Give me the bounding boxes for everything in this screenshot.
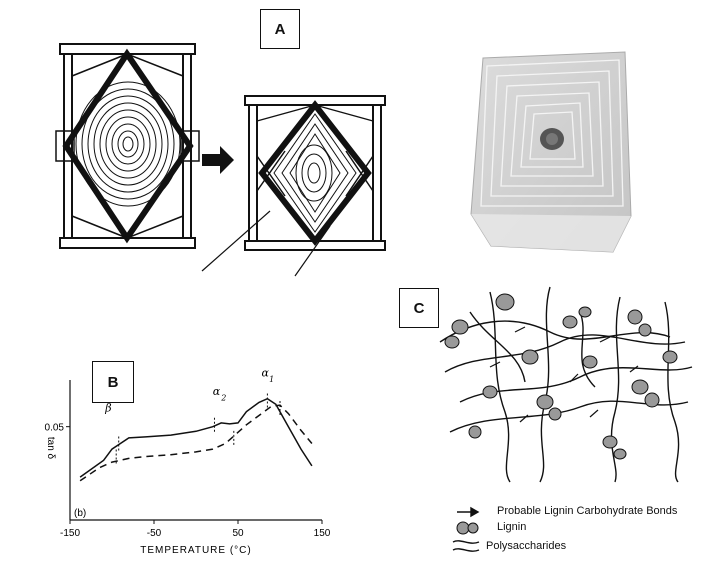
series-dashed-line <box>79 404 313 482</box>
panel-label-c-text: C <box>413 299 425 317</box>
legend-lignin-icon <box>456 521 479 535</box>
peak-label-alpha-1-sub: 1 <box>269 375 274 384</box>
y-axis-label: tan δ <box>45 437 56 460</box>
peak-label-beta: β <box>104 402 111 415</box>
legend-polysaccharide-icon <box>452 540 480 552</box>
chart-panel-tag: (b) <box>74 508 86 519</box>
compressed-wood-block-image <box>470 51 632 253</box>
compression-arrow <box>202 146 234 174</box>
x-tick-label: -150 <box>60 528 80 539</box>
legend <box>452 506 480 552</box>
peak-label-alpha-2-sub: 2 <box>220 394 226 403</box>
legend-polysaccharides-label: Polysaccharides <box>486 540 567 552</box>
panel-label-b-text: B <box>107 373 119 391</box>
y-tick-label: 0.05 <box>45 423 65 434</box>
panel-label-a-text: A <box>274 20 286 38</box>
wood-compression-diagram <box>55 43 386 277</box>
series-solid-line <box>79 397 313 478</box>
legend-bonds-label: Probable Lignin Carbohydrate Bonds <box>497 505 678 517</box>
peak-label-alpha-2: α <box>213 385 221 398</box>
x-tick-label: -50 <box>147 528 162 539</box>
peak-label-alpha-1: α <box>262 366 270 379</box>
x-tick-label: 150 <box>314 528 331 539</box>
legend-bond-icon <box>457 506 480 518</box>
lignin-carbohydrate-network <box>439 286 693 483</box>
frame-uncompressed <box>55 43 200 249</box>
panel-label-b: B <box>92 361 134 403</box>
frame-compressed <box>201 95 386 277</box>
x-tick-label: 50 <box>232 528 244 539</box>
x-axis-label: TEMPERATURE (°C) <box>140 545 251 556</box>
panel-label-c: C <box>399 288 439 328</box>
panel-label-a: A <box>260 9 300 49</box>
legend-lignin-label: Lignin <box>497 521 527 533</box>
